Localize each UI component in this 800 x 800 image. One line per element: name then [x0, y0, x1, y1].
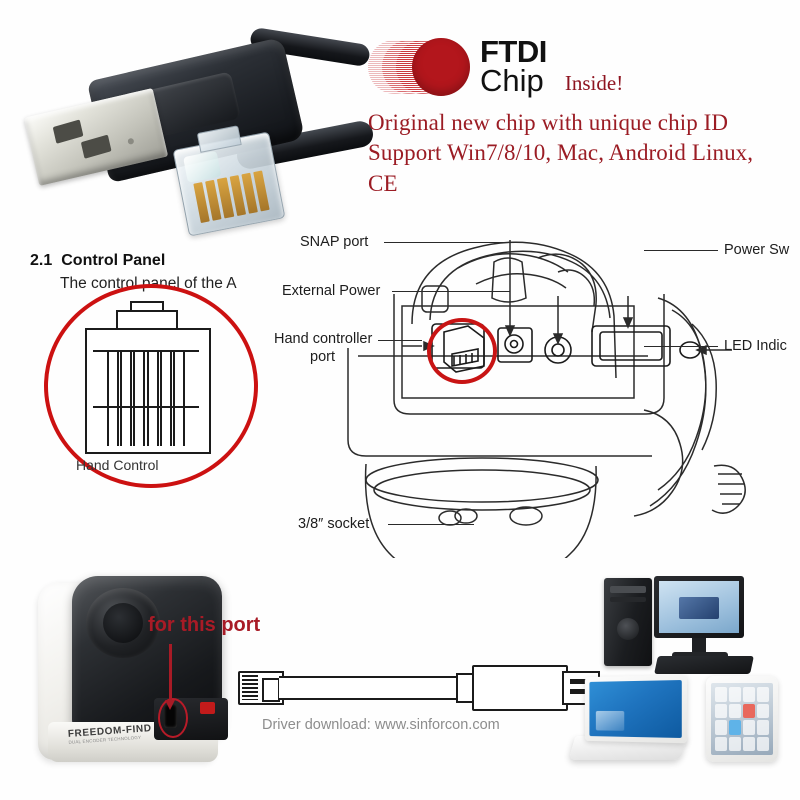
cable-line-drawing: Driver download: www.sinforcon.com	[238, 665, 558, 711]
usb-rj-cable-photo	[22, 20, 352, 240]
section-number: 2.1	[30, 252, 52, 269]
feature-line-2: Support Win7/8/10, Mac, Android Linux, C…	[368, 138, 788, 199]
callout-socket: 3/8″ socket	[298, 516, 369, 532]
pc-monitor-screen	[659, 581, 739, 633]
cable-wire	[279, 676, 459, 700]
ftdi-logo-row: FTDI Chip Inside!	[368, 32, 788, 102]
rj-teeth	[242, 675, 258, 700]
callout-hand-controller-port: Hand controller	[274, 331, 372, 347]
mount-power-switch[interactable]	[200, 702, 215, 714]
rj-contact-pins	[107, 352, 185, 446]
lead-snap-port	[384, 242, 512, 243]
control-panel-heading: 2.1 Control Panel	[30, 252, 280, 270]
rj-jack-line-drawing	[85, 310, 207, 450]
lead-external-power	[392, 291, 510, 292]
lead-hand-controller-port	[378, 340, 422, 341]
lead-power-switch	[644, 250, 718, 251]
laptop-icon	[572, 676, 692, 762]
section-title: Control Panel	[61, 252, 165, 269]
hand-controller-port-highlight	[427, 318, 497, 384]
tablet-screen	[711, 683, 773, 755]
rj-modular-plug	[173, 131, 286, 236]
laptop-lid	[585, 675, 687, 744]
rj-highlight	[183, 151, 221, 183]
hand-control-caption: Hand Control	[76, 457, 159, 473]
feature-text-block: Original new chip with unique chip ID Su…	[368, 108, 788, 199]
driver-download-text: Driver download: www.sinforcon.com	[262, 717, 500, 733]
pc-drive-bay	[610, 586, 646, 593]
ftdi-red-disc-icon	[412, 38, 470, 96]
ftdi-wordmark: FTDI Chip	[480, 38, 547, 95]
callout-hand-controller-port-line2: port	[310, 349, 335, 365]
pc-monitor	[654, 576, 744, 638]
pc-front-dial	[617, 618, 639, 640]
pc-keyboard	[654, 656, 754, 674]
ftdi-chip-callout: FTDI Chip Inside! Original new chip with…	[368, 32, 788, 182]
callout-snap-port: SNAP port	[300, 234, 368, 250]
feature-line-1: Original new chip with unique chip ID	[368, 108, 788, 138]
callout-power-switch: Power Sw	[724, 242, 789, 258]
callout-external-power: External Power	[282, 283, 380, 299]
ftdi-logo-icon	[368, 36, 480, 98]
pc-drive-bay-2	[610, 597, 646, 602]
tablet-icon	[706, 676, 782, 762]
control-panel-section: 2.1Control Panel The control panel of th…	[30, 252, 280, 482]
cable-usb-housing	[472, 665, 568, 711]
for-this-port-annotation: for this port	[148, 614, 260, 637]
port-pointer-arrow-icon	[169, 644, 172, 702]
mount-artwork	[262, 228, 800, 558]
cable-rj-plug-icon	[238, 671, 284, 705]
lead-led-indicator	[644, 346, 718, 347]
mount-line-diagram: SNAP port External Power Hand controller…	[262, 228, 800, 558]
lead-socket	[388, 524, 474, 525]
rj-window	[262, 678, 280, 702]
laptop-screen	[589, 680, 681, 738]
tablet-body	[706, 676, 778, 762]
ftdi-inside-label: Inside!	[565, 71, 623, 102]
pc-tower	[604, 578, 652, 666]
ftdi-wordmark-bottom: Chip	[480, 67, 547, 96]
desktop-pc-icon	[600, 572, 760, 682]
callout-led-indicator: LED Indic	[724, 338, 787, 354]
